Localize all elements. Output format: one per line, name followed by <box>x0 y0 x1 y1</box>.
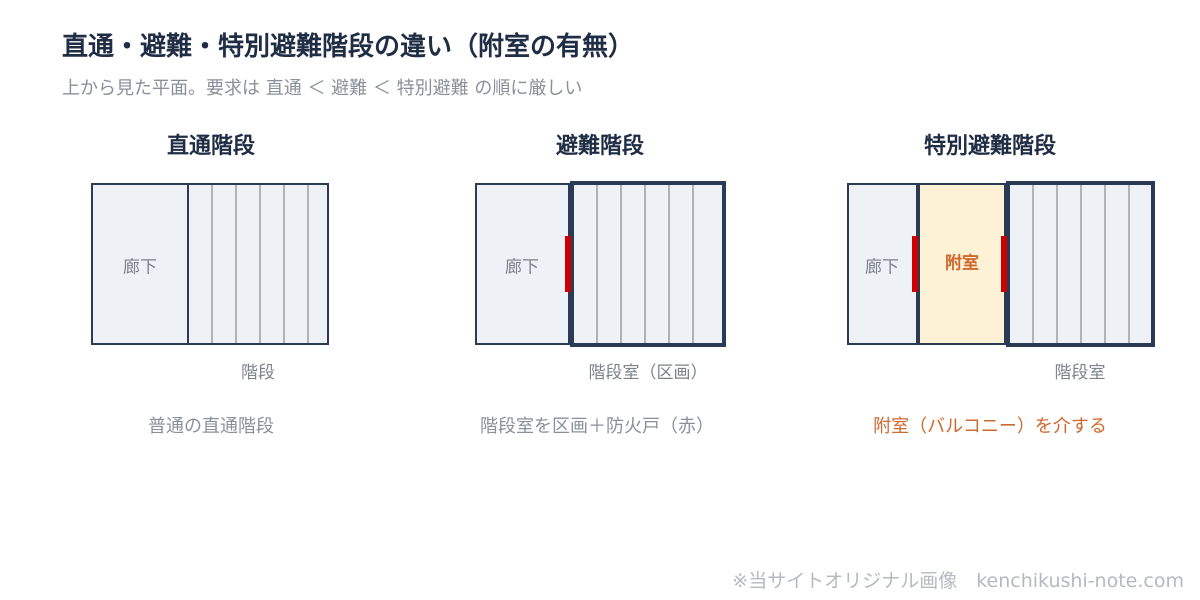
stair-tread-line <box>283 185 285 343</box>
corridor-room <box>475 183 570 345</box>
stair-tread-line <box>1128 185 1130 343</box>
stair-tread-line <box>668 185 670 343</box>
stair-tread-line <box>596 185 598 343</box>
page-title: 直通・避難・特別避難階段の違い（附室の有無） <box>62 32 635 62</box>
stair-tread-line <box>259 185 261 343</box>
corridor-label: 廊下 <box>865 257 899 278</box>
stair-tread-line <box>1080 185 1082 343</box>
stair-enclosure-label: 階段室（区画） <box>588 363 708 383</box>
diagram-caption: 普通の直通階段 <box>148 416 274 437</box>
diagram-heading-special-evacuation: 特別避難階段 <box>923 134 1056 159</box>
stair-enclosure <box>1006 181 1155 347</box>
vestibule-label: 附室 <box>945 253 979 274</box>
stair-tread-line <box>211 185 213 343</box>
fire-door <box>912 236 918 292</box>
corridor-room <box>847 183 918 345</box>
stair-tread-line <box>235 185 237 343</box>
diagram-caption: 附室（バルコニー）を介する <box>873 416 1107 437</box>
stair-tread-line <box>307 185 309 343</box>
diagram-heading-direct: 直通階段 <box>166 134 255 159</box>
diagram-caption: 階段室を区画＋防火戸（赤） <box>480 416 714 437</box>
stair-tread-line <box>692 185 694 343</box>
stair-tread-line <box>644 185 646 343</box>
stair-tread-line <box>1032 185 1034 343</box>
stair-tread-line <box>620 185 622 343</box>
fire-door <box>565 236 571 292</box>
stair-enclosure <box>570 181 726 347</box>
diagram-heading-evacuation: 避難階段 <box>555 134 644 159</box>
corridor-label: 廊下 <box>505 257 539 278</box>
corridor-label: 廊下 <box>123 257 157 278</box>
stair-tread-line <box>1056 185 1058 343</box>
stair-label: 階段 <box>241 363 275 383</box>
stair-enclosure-label: 階段室 <box>1054 363 1106 383</box>
stair-flight <box>187 183 329 345</box>
page-subtitle: 上から見た平面。要求は 直通 ＜ 避難 ＜ 特別避難 の順に厳しい <box>62 78 583 99</box>
site-watermark: ※当サイトオリジナル画像 kenchikushi-note.com <box>732 570 1184 592</box>
fire-door <box>1001 236 1007 292</box>
corridor-room <box>91 183 189 345</box>
stair-tread-line <box>1104 185 1106 343</box>
